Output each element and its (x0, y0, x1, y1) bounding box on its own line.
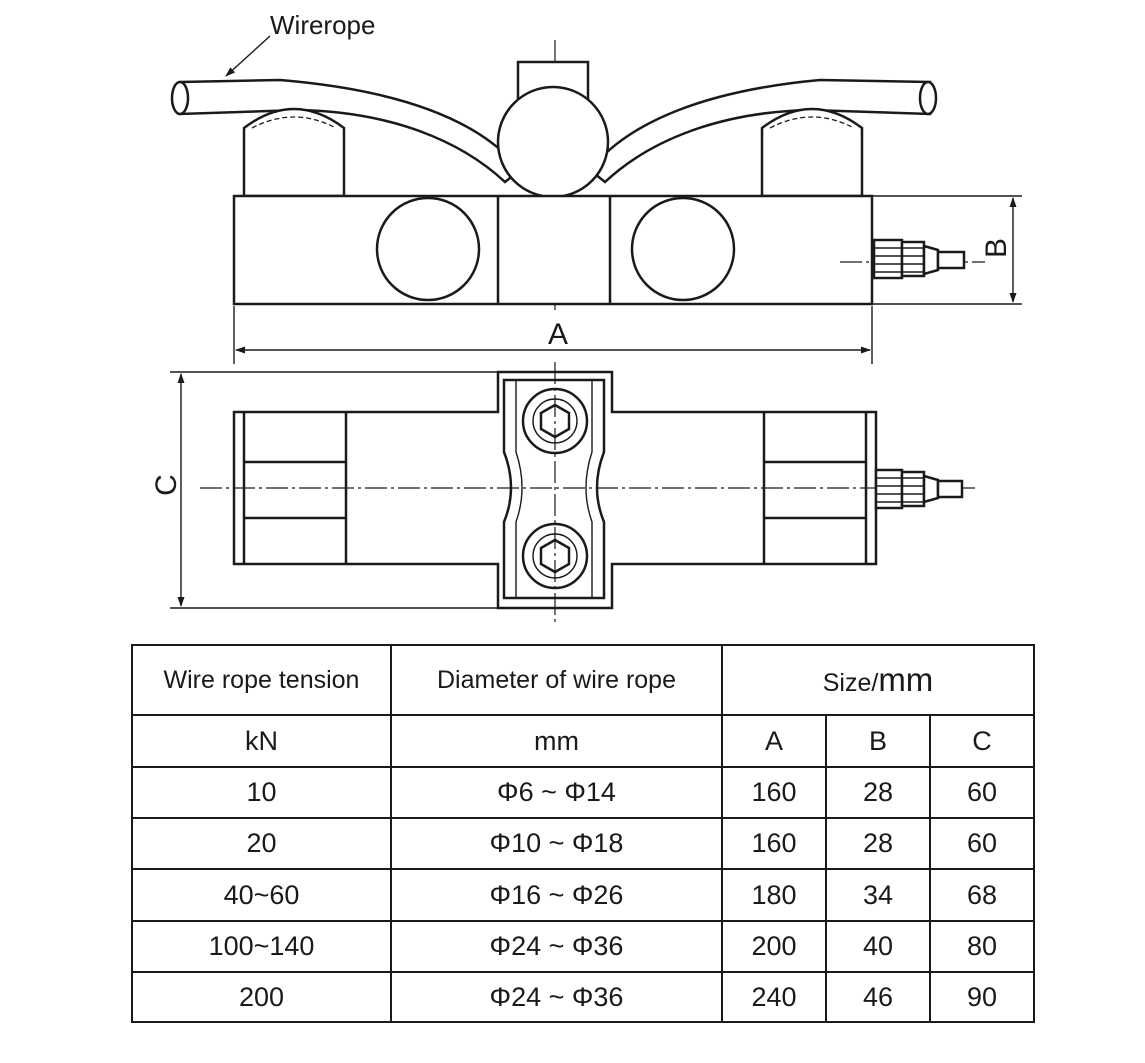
dimension-c: C (150, 371, 498, 609)
front-cable-connector (872, 238, 966, 280)
cell-b: 28 (825, 817, 931, 870)
unit-c: C (928, 714, 1036, 768)
header-size-prefix: Size/ (822, 669, 879, 697)
unit-tension: kN (131, 714, 392, 768)
cell-b: 34 (825, 868, 931, 922)
cell-c: 80 (928, 920, 1036, 973)
cell-a: 240 (721, 971, 827, 1023)
cell-diameter: Φ24 ~ Φ36 (390, 920, 723, 973)
cell-c: 60 (928, 766, 1036, 819)
cell-a: 160 (721, 766, 827, 819)
cell-c: 60 (928, 817, 1036, 870)
wirerope-label: Wirerope (270, 10, 375, 40)
top-clamp-plate (502, 378, 606, 600)
front-body (232, 194, 874, 306)
table-row: 40~60 Φ16 ~ Φ26 180 34 68 (131, 868, 1036, 922)
cell-tension: 20 (131, 817, 392, 870)
table-header-row: Wire rope tension Diameter of wire rope … (131, 644, 1036, 716)
dimension-b: B (872, 195, 1022, 305)
dimension-a-label: A (548, 318, 568, 351)
cell-diameter: Φ10 ~ Φ18 (390, 817, 723, 870)
table-unit-row: kN mm A B C (131, 714, 1036, 768)
cell-b: 46 (825, 971, 931, 1023)
table-row: 10 Φ6 ~ Φ14 160 28 60 (131, 766, 1036, 819)
table-row: 20 Φ10 ~ Φ18 160 28 60 (131, 817, 1036, 870)
cell-a: 200 (721, 920, 827, 973)
specification-table: Wire rope tension Diameter of wire rope … (131, 644, 1036, 1023)
cell-tension: 200 (131, 971, 392, 1023)
header-diameter-of-wire-rope: Diameter of wire rope (390, 644, 723, 716)
cell-c: 90 (928, 971, 1036, 1023)
center-ball (496, 85, 610, 199)
cell-a: 160 (721, 817, 827, 870)
rope-end-left (170, 80, 190, 116)
cell-diameter: Φ6 ~ Φ14 (390, 766, 723, 819)
cell-c: 68 (928, 868, 1036, 922)
dimension-c-label: C (150, 474, 183, 496)
top-cable-connector (874, 468, 964, 510)
table-row: 200 Φ24 ~ Φ36 240 46 90 (131, 971, 1036, 1023)
cell-tension: 10 (131, 766, 392, 819)
header-size-unit: mm (878, 661, 934, 698)
top-view: C (150, 362, 975, 625)
body-hole-right (630, 196, 736, 302)
header-wire-rope-tension: Wire rope tension (131, 644, 392, 716)
cell-diameter: Φ24 ~ Φ36 (390, 971, 723, 1023)
front-view: Wirerope A B (170, 10, 1022, 364)
dimension-b-label: B (980, 238, 1013, 258)
right-saddle (760, 107, 864, 198)
cell-tension: 100~140 (131, 920, 392, 973)
unit-diameter: mm (390, 714, 723, 768)
cell-a: 180 (721, 868, 827, 922)
unit-a: A (721, 714, 827, 768)
header-size: Size/mm (720, 644, 1036, 716)
cell-b: 28 (825, 766, 931, 819)
body-hole-left (375, 196, 481, 302)
cell-tension: 40~60 (131, 868, 392, 922)
cell-b: 40 (825, 920, 931, 973)
left-saddle (242, 107, 346, 198)
table-row: 100~140 Φ24 ~ Φ36 200 40 80 (131, 920, 1036, 973)
cell-diameter: Φ16 ~ Φ26 (390, 868, 723, 922)
dimension-a: A (233, 306, 873, 364)
unit-b: B (825, 714, 931, 768)
wirerope-leader (225, 35, 271, 77)
rope-end-right (918, 80, 938, 116)
technical-drawing: Wirerope A B (150, 10, 1022, 625)
